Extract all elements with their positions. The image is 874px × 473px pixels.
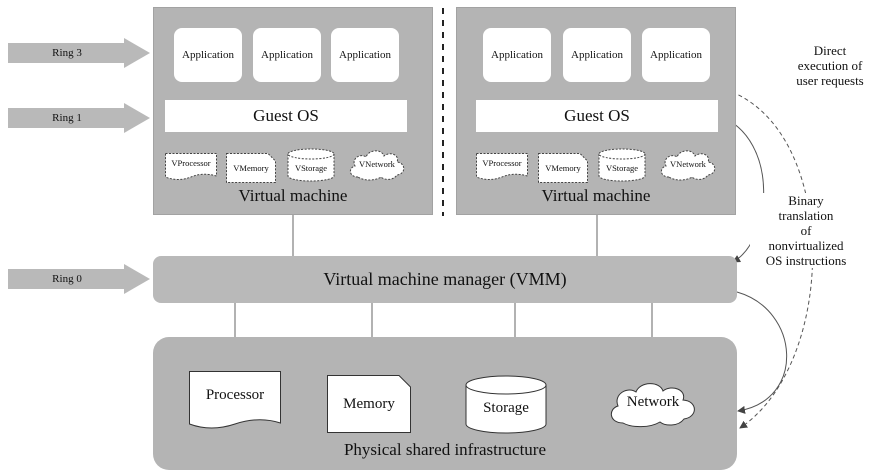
memory-label: Memory xyxy=(343,396,395,412)
vm-title: Virtual machine xyxy=(541,186,651,205)
vnetwork-label: VNetwork xyxy=(670,159,706,169)
ring1-arrow: Ring 1 xyxy=(8,103,150,133)
vprocessor-icon: VProcessor xyxy=(476,153,528,183)
memory-icon: Memory xyxy=(327,375,411,433)
physical-infrastructure: Processor Memory Storage Network Physica… xyxy=(153,337,737,470)
application-box: Application xyxy=(331,28,399,82)
application-box: Application xyxy=(174,28,242,82)
infrastructure-title: Physical shared infrastructure xyxy=(343,440,547,459)
vprocessor-label: VProcessor xyxy=(482,158,522,168)
vstorage-label: VStorage xyxy=(605,163,639,173)
vstorage-label: VStorage xyxy=(294,163,328,173)
vmemory-label: VMemory xyxy=(545,163,581,173)
storage-label: Storage xyxy=(483,400,529,416)
vm-title: Virtual machine xyxy=(238,186,348,205)
vnetwork-icon: VNetwork xyxy=(657,148,719,182)
processor-icon: Processor xyxy=(189,371,281,433)
vmemory-icon: VMemory xyxy=(538,153,588,183)
ring0-label: Ring 0 xyxy=(52,273,82,285)
application-box: Application xyxy=(642,28,710,82)
virtual-machine-left: Application Application Application Gues… xyxy=(153,7,433,215)
vmm-label: Virtual machine manager (VMM) xyxy=(323,269,567,289)
ring3-arrow: Ring 3 xyxy=(8,38,150,68)
vprocessor-icon: VProcessor xyxy=(165,153,217,183)
application-box: Application xyxy=(253,28,321,82)
application-box: Application xyxy=(483,28,551,82)
ring3-label: Ring 3 xyxy=(52,47,82,59)
vnetwork-label: VNetwork xyxy=(359,159,395,169)
vprocessor-label: VProcessor xyxy=(171,158,211,168)
vnetwork-icon: VNetwork xyxy=(346,148,408,182)
network-label: Network xyxy=(626,394,680,410)
vstorage-icon: VStorage xyxy=(287,148,335,182)
network-icon: Network xyxy=(605,379,701,429)
binary-translation-arrow xyxy=(719,115,765,263)
guest-os-box: Guest OS xyxy=(476,100,718,132)
virtual-machine-right: Application Application Application Gues… xyxy=(456,7,736,215)
vmemory-label: VMemory xyxy=(233,163,269,173)
ring1-label: Ring 1 xyxy=(52,112,82,124)
vmemory-icon: VMemory xyxy=(226,153,276,183)
storage-icon: Storage xyxy=(465,375,547,435)
vmm-to-infra-arrow xyxy=(736,291,788,414)
application-box: Application xyxy=(563,28,631,82)
processor-label: Processor xyxy=(205,387,265,403)
direct-execution-note: Direct execution of user requests xyxy=(796,43,864,88)
vstorage-icon: VStorage xyxy=(598,148,646,182)
guest-os-box: Guest OS xyxy=(165,100,407,132)
ring0-arrow: Ring 0 xyxy=(8,264,150,294)
binary-translation-note: Binary translation of nonvirtualized OS … xyxy=(750,193,862,268)
vmm-bar: Virtual machine manager (VMM) xyxy=(153,256,737,303)
